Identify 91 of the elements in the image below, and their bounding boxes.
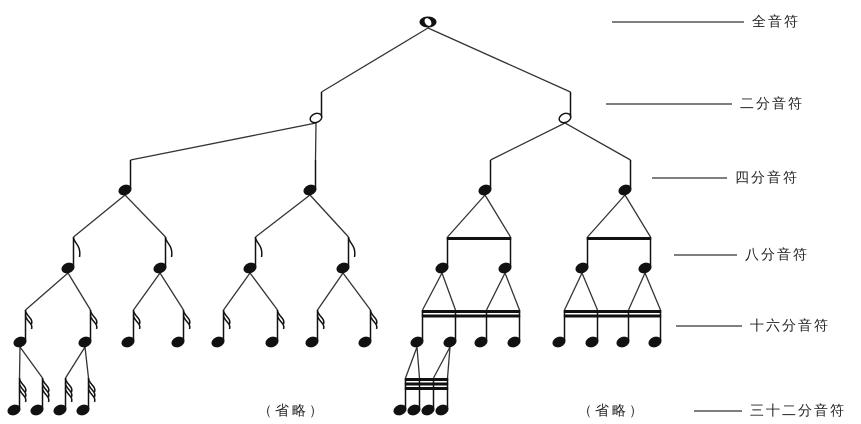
level-label: 四分音符 [735, 169, 799, 187]
level-label: 全音符 [752, 13, 800, 31]
leader-line [674, 254, 737, 256]
branch-line [432, 346, 451, 378]
quarter-note [619, 160, 632, 195]
quarter-note [304, 160, 317, 195]
branch-line [428, 27, 571, 93]
branch-line [342, 272, 372, 310]
branch-line [628, 272, 646, 310]
sixteenth-note [475, 310, 488, 347]
thirty-second-note [31, 378, 51, 415]
level-label: 二分音符 [740, 95, 804, 113]
quarter-note [119, 160, 132, 195]
leader-line [652, 177, 727, 179]
branch-line [624, 194, 652, 238]
branch-line [222, 272, 251, 310]
branch-line [321, 27, 428, 93]
branch-line [564, 122, 631, 161]
level-label: 十六分音符 [750, 317, 830, 335]
leader-line [694, 410, 742, 412]
branch-line [422, 272, 443, 310]
eighth-note [337, 237, 357, 273]
sixteenth-note [212, 310, 232, 347]
sixteenth-note [444, 310, 457, 347]
branch-line [441, 272, 456, 310]
branch-line [314, 123, 317, 160]
sixteenth-note [14, 310, 34, 347]
eighth-note [154, 237, 174, 273]
branch-line [490, 122, 566, 161]
whole-note [419, 16, 437, 28]
branch-line [446, 346, 451, 378]
branch-line [25, 272, 68, 310]
branch-line [581, 272, 598, 310]
sixteenth-note [79, 310, 99, 347]
branch-line [486, 272, 506, 310]
omitted-note: （省略） [258, 402, 326, 420]
branch-line [447, 194, 486, 238]
leader-line [612, 21, 744, 23]
eighth-note [62, 237, 82, 273]
sixteenth-note [172, 310, 192, 347]
branch-line [316, 272, 344, 310]
thirty-second-note [8, 378, 28, 415]
sixteenth-note [553, 310, 566, 347]
eighth-note [244, 237, 264, 273]
branch-line [132, 272, 161, 310]
branch-line [484, 194, 512, 238]
branch-line [19, 346, 44, 378]
eighth-note [499, 237, 512, 273]
branch-line [504, 272, 520, 310]
branch-line [587, 194, 626, 238]
omitted-note: （省略） [578, 402, 646, 420]
sixteenth-note [306, 310, 326, 347]
sixteenth-note [649, 310, 662, 347]
branch-line [564, 272, 583, 310]
quarter-note [479, 160, 492, 195]
thirty-second-note [408, 378, 421, 415]
half-note [559, 92, 572, 123]
half-note [310, 92, 323, 123]
leader-line [606, 103, 732, 105]
branch-line [159, 272, 184, 310]
sixteenth-note [508, 310, 521, 347]
thirty-second-note [436, 378, 449, 415]
branch-line [130, 122, 316, 161]
level-label: 三十二分音符 [750, 402, 846, 420]
branch-line [255, 194, 310, 238]
branch-line [249, 272, 278, 310]
sixteenth-note [617, 310, 630, 347]
branch-line [64, 346, 86, 378]
thirty-second-note [54, 378, 74, 415]
branch-line [310, 194, 349, 238]
eighth-note [436, 237, 449, 273]
branch-line [404, 346, 418, 378]
sixteenth-note [122, 310, 142, 347]
leader-line [676, 325, 742, 327]
sixteenth-note [586, 310, 599, 347]
sixteenth-note [411, 310, 424, 347]
thirty-second-note [394, 378, 407, 415]
sixteenth-note [266, 310, 286, 347]
thirty-second-note [422, 378, 435, 415]
branch-line [644, 272, 662, 310]
sixteenth-note [359, 310, 379, 347]
branch-line [67, 272, 92, 310]
branch-line [73, 194, 126, 238]
branch-line [84, 346, 90, 378]
eighth-note [639, 237, 652, 273]
branch-line [416, 346, 420, 378]
thirty-second-note [77, 378, 97, 415]
level-label: 八分音符 [745, 246, 809, 264]
branch-line [18, 346, 21, 378]
eighth-note [576, 237, 589, 273]
branch-line [124, 194, 166, 238]
